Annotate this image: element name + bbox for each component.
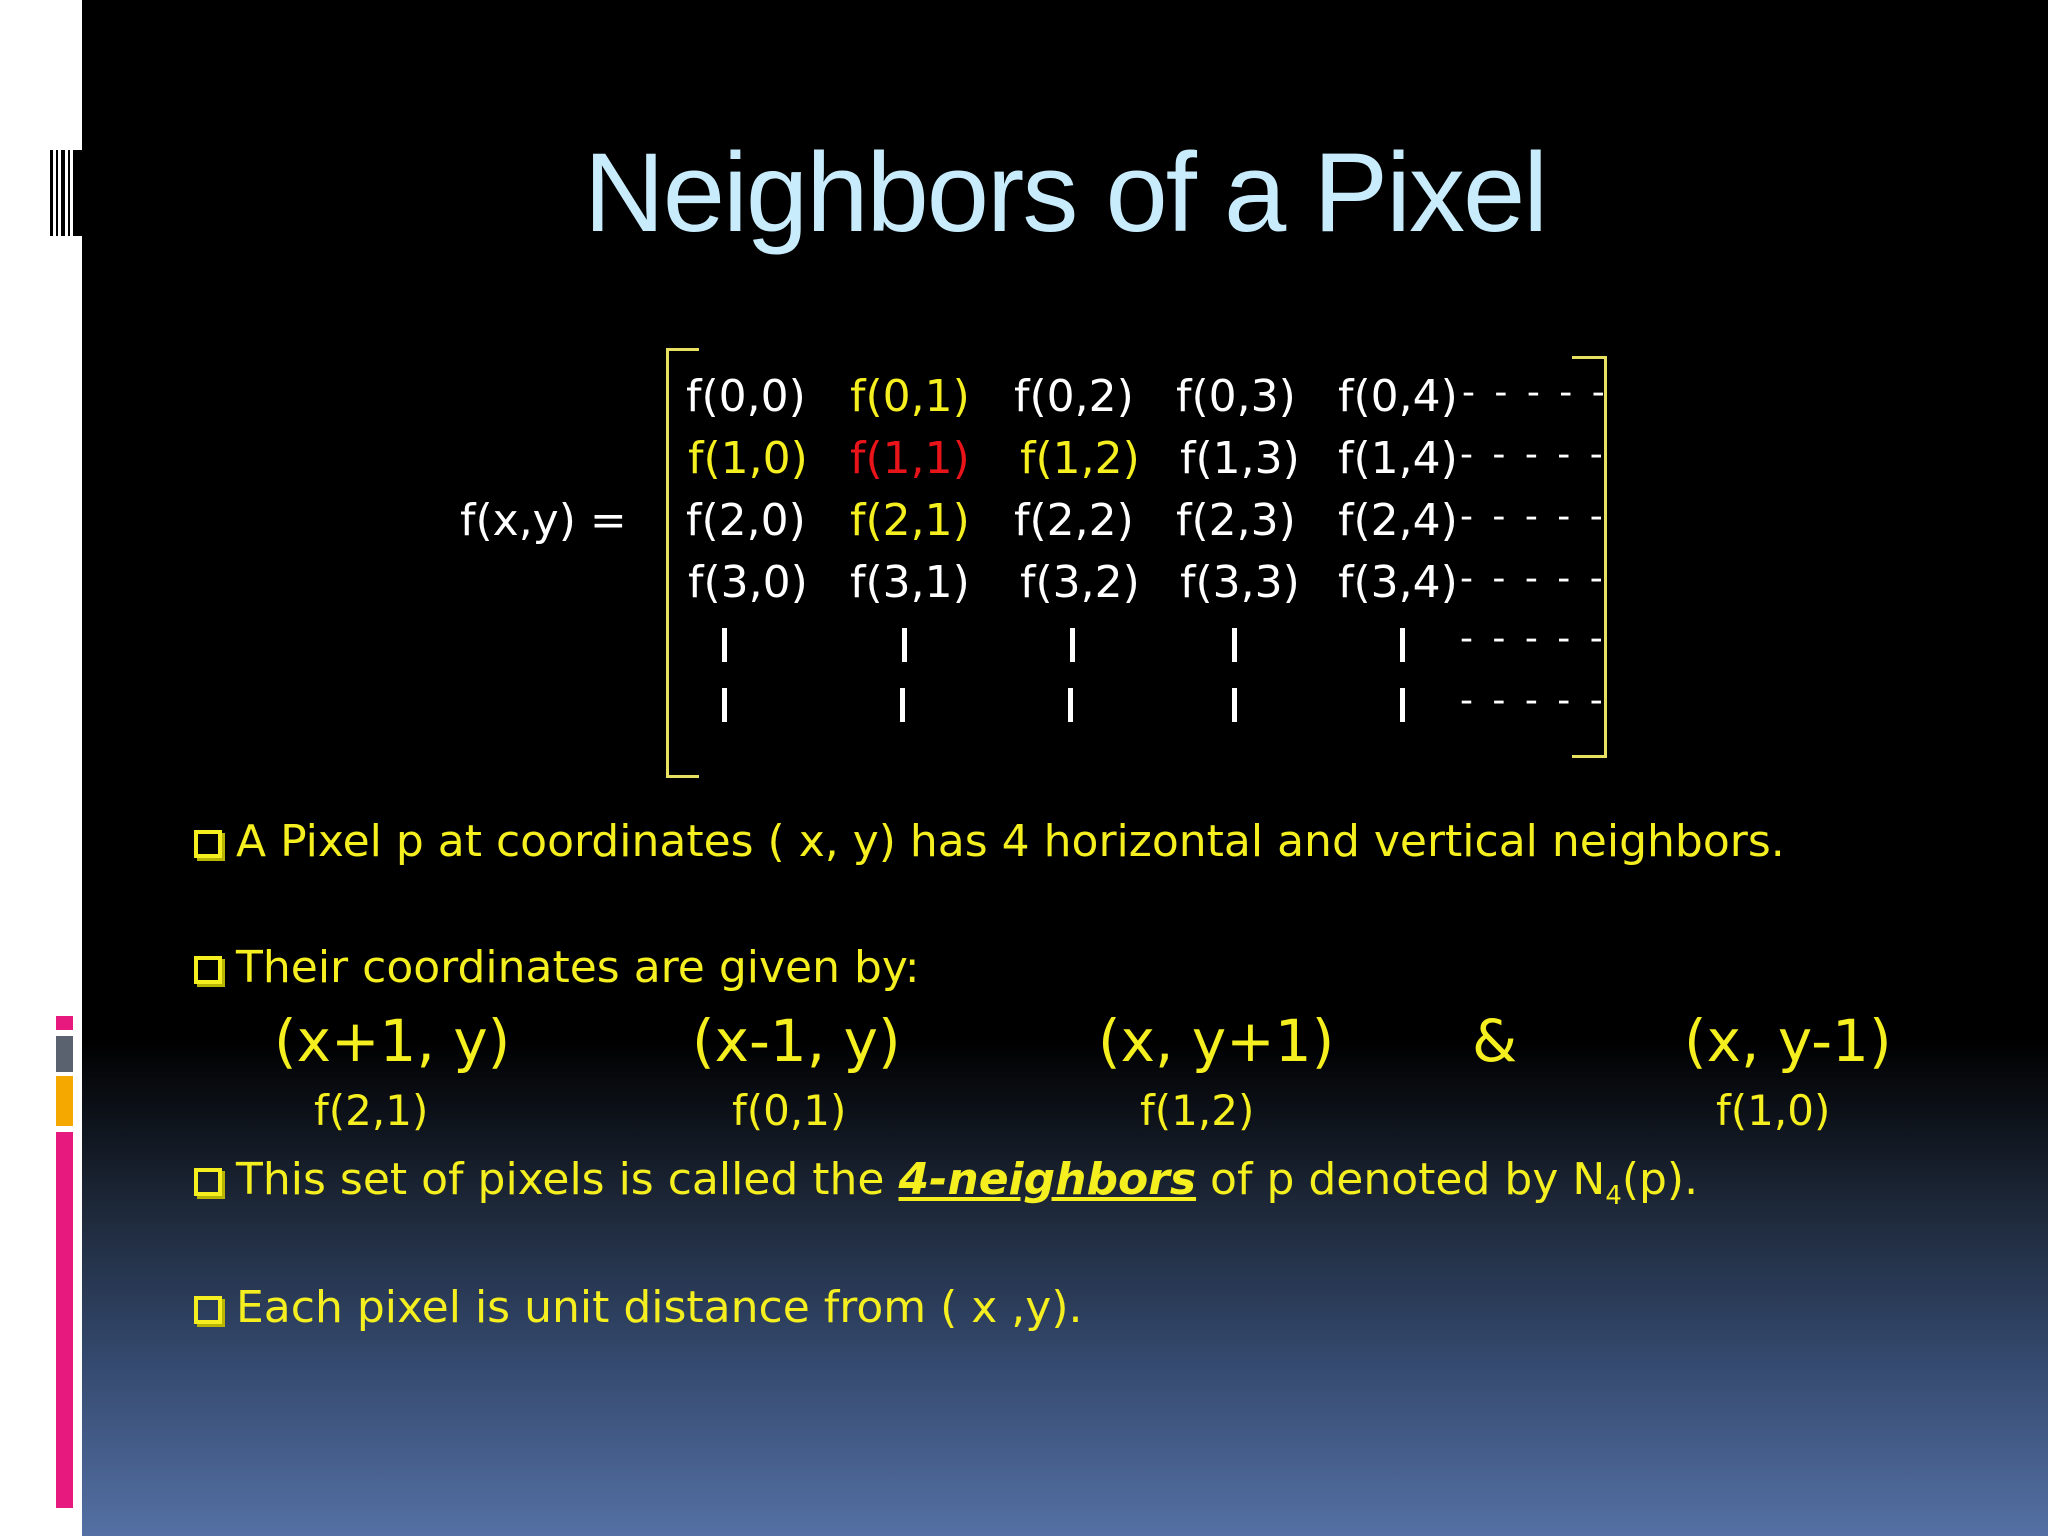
bullet-2: Their coordinates are given by:	[194, 940, 920, 996]
matrix-dashes: - - - - -	[1460, 558, 1607, 599]
neighbor-func: f(2,1)	[314, 1086, 429, 1135]
barcode-decoration	[50, 150, 82, 236]
neighbor-coord: (x+1, y)	[274, 1007, 511, 1075]
matrix-cell: f(1,2)	[1020, 433, 1140, 484]
matrix-cell: f(2,4)	[1338, 495, 1458, 546]
neighbor-coord: (x, y-1)	[1684, 1007, 1892, 1075]
slide: Neighbors of a Pixel f(x,y) = f(0,0) f(0…	[82, 0, 2048, 1536]
matrix-dashes: - - - - -	[1460, 434, 1607, 475]
bullet-1: A Pixel p at coordinates ( x, y) has 4 h…	[194, 814, 1785, 870]
neighbor-func: f(0,1)	[732, 1086, 847, 1135]
checkbox-bullet-icon	[194, 1296, 222, 1324]
ellipsis-bar	[1232, 628, 1237, 662]
matrix-cell: f(1,0)	[688, 433, 808, 484]
accent-pink-small	[56, 1016, 73, 1030]
accent-pink-tall	[56, 1132, 73, 1508]
matrix-cell: f(3,3)	[1180, 557, 1300, 608]
matrix-cell: f(0,4)	[1338, 371, 1458, 422]
ellipsis-bar	[900, 688, 905, 722]
bullet-4: Each pixel is unit distance from ( x ,y)…	[194, 1280, 1082, 1336]
ellipsis-bar	[1400, 628, 1405, 662]
term-4-neighbors: 4-neighbors	[898, 1154, 1197, 1205]
ellipsis-bar	[1068, 688, 1073, 722]
matrix-cell: f(2,2)	[1014, 495, 1134, 546]
matrix-cell: f(3,4)	[1338, 557, 1458, 608]
matrix-cell: f(0,0)	[686, 371, 806, 422]
matrix-cell: f(1,4)	[1338, 433, 1458, 484]
matrix-dashes: - - - - -	[1460, 680, 1607, 721]
slide-title: Neighbors of a Pixel	[583, 130, 1548, 255]
matrix-cell: f(0,3)	[1176, 371, 1296, 422]
accent-orange	[56, 1076, 73, 1126]
ellipsis-bar	[722, 688, 727, 722]
ellipsis-bar	[722, 628, 727, 662]
ellipsis-bar	[1400, 688, 1405, 722]
matrix-dashes: - - - - -	[1462, 372, 1609, 413]
left-margin	[0, 0, 82, 1536]
bullet-3: This set of pixels is called the 4-neigh…	[194, 1152, 1698, 1224]
matrix-cell: f(2,3)	[1176, 495, 1296, 546]
ampersand: &	[1472, 1007, 1518, 1075]
neighbor-coord: (x-1, y)	[692, 1007, 901, 1075]
ellipsis-bar	[902, 628, 907, 662]
matrix-cell: f(1,1)	[850, 433, 970, 484]
accent-gray	[56, 1036, 73, 1072]
matrix-dashes: - - - - -	[1460, 496, 1607, 537]
matrix-cell: f(2,0)	[686, 495, 806, 546]
checkbox-bullet-icon	[194, 830, 222, 858]
matrix-dashes: - - - - -	[1460, 618, 1607, 659]
neighbor-coord: (x, y+1)	[1098, 1007, 1335, 1075]
matrix-cell: f(0,1)	[850, 371, 970, 422]
ellipsis-bar	[1232, 688, 1237, 722]
matrix-cell: f(3,0)	[688, 557, 808, 608]
checkbox-bullet-icon	[194, 956, 222, 984]
matrix-cell: f(3,1)	[850, 557, 970, 608]
matrix-cell: f(3,2)	[1020, 557, 1140, 608]
neighbor-func: f(1,2)	[1140, 1086, 1255, 1135]
ellipsis-bar	[1070, 628, 1075, 662]
bracket-right	[1572, 356, 1607, 758]
matrix-cell: f(2,1)	[850, 495, 970, 546]
matrix-lhs: f(x,y) =	[460, 495, 627, 546]
bracket-left	[666, 348, 699, 778]
matrix-cell: f(0,2)	[1014, 371, 1134, 422]
checkbox-bullet-icon	[194, 1168, 222, 1196]
neighbor-func: f(1,0)	[1716, 1086, 1831, 1135]
matrix-cell: f(1,3)	[1180, 433, 1300, 484]
